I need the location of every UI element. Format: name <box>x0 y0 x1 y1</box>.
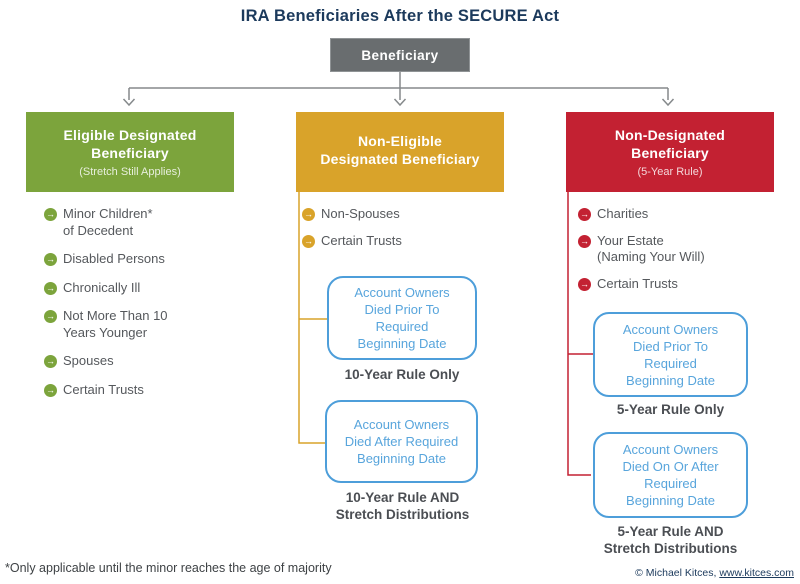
list-item-label: Disabled Persons <box>63 251 165 266</box>
header-subtitle: (5-Year Rule) <box>637 166 703 178</box>
list-item: → Certain Trusts <box>302 233 492 250</box>
list-item: → Not More Than 10 Years Younger <box>44 308 244 341</box>
list-item: → Certain Trusts <box>44 382 244 399</box>
condition-box-died-prior-rbd: Account Owners Died Prior To Required Be… <box>327 276 477 360</box>
arrow-right-circle-icon: → <box>44 281 57 295</box>
header-subtitle: (Stretch Still Applies) <box>79 166 181 178</box>
rule-label-5-year-and-stretch: 5-Year Rule AND Stretch Distributions <box>603 524 738 556</box>
list-item-label: Certain Trusts <box>63 381 144 397</box>
header-eligible-designated-beneficiary: Eligible Designated Beneficiary (Stretch… <box>26 112 234 192</box>
arrow-right-circle-icon: → <box>44 383 57 397</box>
list-item: → Certain Trusts <box>578 276 788 293</box>
arrow-right-circle-icon: → <box>44 253 57 266</box>
list-item: → Spouses <box>44 353 244 370</box>
arrow-right-circle-icon: → <box>44 310 57 323</box>
rule-label-10-year-and-stretch: 10-Year Rule AND Stretch Distributions <box>335 490 470 522</box>
arrow-right-circle-icon: → <box>302 234 315 248</box>
rule-label-5-year-only: 5-Year Rule Only <box>616 402 725 417</box>
rule-label-10-year-only: 10-Year Rule Only <box>344 367 460 382</box>
list-item: → Your Estate (Naming Your Will) <box>578 233 788 266</box>
arrow-right-circle-icon: → <box>44 355 57 368</box>
footnote: *Only applicable until the minor reaches… <box>5 561 332 575</box>
page-title: IRA Beneficiaries After the SECURE Act <box>240 7 560 25</box>
list-item-label: Minor Children* of Decedent <box>63 206 153 238</box>
beneficiary-node: Beneficiary <box>330 38 470 72</box>
beneficiary-node-label: Beneficiary <box>361 47 439 63</box>
condition-box-died-prior-rbd: Account Owners Died Prior To Required Be… <box>593 312 748 397</box>
arrowhead-icon <box>122 98 675 107</box>
kitces-link[interactable]: www.kitces.com <box>719 567 794 579</box>
list-item-label: Certain Trusts <box>597 275 678 291</box>
list-item-label: Chronically Ill <box>63 279 141 295</box>
condition-box-died-after-rbd: Account Owners Died After Required Begin… <box>325 400 478 483</box>
gray-tree-line <box>128 72 669 100</box>
list-item-label: Certain Trusts <box>321 232 402 248</box>
arrow-right-circle-icon: → <box>44 208 57 221</box>
non-designated-beneficiary-list: → Charities → Your Estate (Naming Your W… <box>578 206 788 292</box>
list-item-label: Spouses <box>63 353 114 368</box>
arrow-right-circle-icon: → <box>578 234 591 248</box>
list-item-label: Your Estate (Naming Your Will) <box>597 232 705 265</box>
list-item-label: Charities <box>597 206 649 221</box>
header-non-eligible-designated-beneficiary: Non-Eligible Designated Beneficiary <box>296 112 504 192</box>
arrow-right-circle-icon: → <box>302 208 315 221</box>
arrow-right-circle-icon: → <box>578 208 591 221</box>
list-item: → Chronically Ill <box>44 280 244 297</box>
condition-box-died-on-or-after-rbd: Account Owners Died On Or After Required… <box>593 432 748 518</box>
header-title: Non-Eligible Designated Beneficiary <box>320 133 480 167</box>
non-eligible-beneficiary-list: → Non-Spouses → Certain Trusts <box>302 206 492 249</box>
header-non-designated-beneficiary: Non-Designated Beneficiary (5-Year Rule) <box>566 112 774 192</box>
list-item-label: Not More Than 10 Years Younger <box>63 308 168 340</box>
eligible-beneficiary-list: → Minor Children* of Decedent → Disabled… <box>44 206 244 398</box>
credit-text: © Michael Kitces, <box>635 567 720 579</box>
header-title: Eligible Designated Beneficiary <box>63 127 197 161</box>
list-item: → Charities <box>578 206 788 223</box>
list-item: → Minor Children* of Decedent <box>44 206 244 239</box>
list-item-label: Non-Spouses <box>321 206 400 221</box>
list-item: → Non-Spouses <box>302 206 492 223</box>
list-item: → Disabled Persons <box>44 251 244 268</box>
arrow-right-circle-icon: → <box>578 277 591 291</box>
header-title: Non-Designated Beneficiary <box>614 127 726 161</box>
credit-line: © Michael Kitces, www.kitces.com <box>635 567 794 579</box>
